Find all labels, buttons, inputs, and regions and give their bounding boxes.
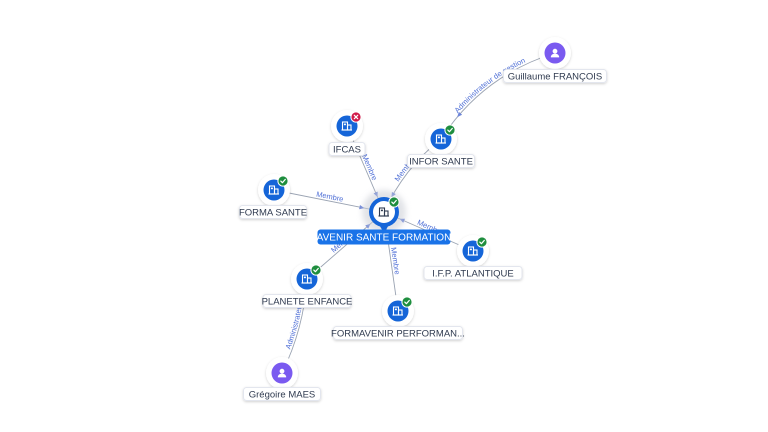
node-i-f-p-atlantique[interactable]: I.F.P. ATLANTIQUE bbox=[423, 235, 523, 280]
center-node-layer: AVENIR SANTE FORMATION bbox=[317, 190, 452, 245]
node-ifcas[interactable]: IFCAS bbox=[328, 110, 366, 156]
center-node-avenir-sante-formation[interactable]: AVENIR SANTE FORMATION bbox=[317, 190, 452, 245]
building-icon bbox=[435, 134, 446, 144]
edge-label: Administrateur de gestion bbox=[453, 56, 527, 115]
building-icon bbox=[301, 274, 312, 284]
node-formavenir-performan-label-text: FORMAVENIR PERFORMAN... bbox=[331, 328, 465, 339]
active-check-icon bbox=[388, 196, 400, 208]
edge-label: Membre bbox=[389, 247, 402, 276]
active-check-icon bbox=[277, 175, 289, 187]
node-ifcas-label: IFCAS bbox=[328, 142, 366, 156]
node-gregoire-maes-label: Grégoire MAES bbox=[243, 387, 321, 401]
node-i-f-p-atlantique-label-text: I.F.P. ATLANTIQUE bbox=[432, 268, 513, 279]
edges-layer: MembreMembreMembreMembreMembreMembreAdmi… bbox=[273, 52, 556, 374]
node-infor-sante-label-text: INFOR SANTE bbox=[409, 156, 473, 167]
node-forma-sante-label: FORMA SANTE bbox=[239, 205, 307, 219]
node-ifcas-label-text: IFCAS bbox=[333, 144, 361, 155]
node-guillaume-francois[interactable]: Guillaume FRANÇOIS bbox=[503, 37, 607, 83]
building-icon bbox=[268, 185, 279, 195]
node-planete-enfance[interactable]: PLANETE ENFANCE bbox=[262, 263, 353, 308]
building-icon bbox=[392, 306, 403, 316]
active-check-icon bbox=[476, 236, 488, 248]
nodes-layer: IFCAS INFOR SANTE FORMA SANTE I.F.P. ATLANT… bbox=[239, 37, 607, 401]
active-check-icon bbox=[444, 124, 456, 136]
node-planete-enfance-label-text: PLANETE ENFANCE bbox=[262, 296, 353, 307]
building-icon bbox=[378, 207, 389, 217]
node-gregoire-maes-label-text: Grégoire MAES bbox=[249, 389, 316, 400]
node-gregoire-maes[interactable]: Grégoire MAES bbox=[243, 357, 321, 401]
node-formavenir-performan[interactable]: FORMAVENIR PERFORMAN... bbox=[331, 295, 465, 340]
node-formavenir-performan-label: FORMAVENIR PERFORMAN... bbox=[331, 326, 465, 340]
person-icon bbox=[277, 368, 287, 378]
node-infor-sante-label: INFOR SANTE bbox=[407, 154, 475, 168]
node-guillaume-francois-label: Guillaume FRANÇOIS bbox=[503, 69, 607, 83]
edge-label: Administrateur bbox=[283, 302, 304, 351]
center-label-pill bbox=[317, 229, 451, 245]
center-label-text: AVENIR SANTE FORMATION bbox=[317, 233, 452, 244]
building-icon bbox=[341, 121, 352, 131]
node-i-f-p-atlantique-label: I.F.P. ATLANTIQUE bbox=[423, 266, 523, 280]
node-forma-sante[interactable]: FORMA SANTE bbox=[239, 174, 307, 219]
person-icon bbox=[550, 48, 560, 58]
active-check-icon bbox=[310, 264, 322, 276]
node-forma-sante-label-text: FORMA SANTE bbox=[239, 207, 307, 218]
building-icon bbox=[467, 246, 478, 256]
node-guillaume-francois-label-text: Guillaume FRANÇOIS bbox=[508, 71, 603, 82]
edge-guillaume-infor: Administrateur de gestion bbox=[440, 52, 556, 140]
closed-x-icon bbox=[350, 111, 362, 123]
node-infor-sante[interactable]: INFOR SANTE bbox=[407, 123, 475, 168]
active-check-icon bbox=[401, 296, 413, 308]
node-planete-enfance-label: PLANETE ENFANCE bbox=[262, 294, 353, 308]
edge-label: Membre bbox=[360, 153, 379, 182]
edge-arrow bbox=[457, 111, 463, 118]
